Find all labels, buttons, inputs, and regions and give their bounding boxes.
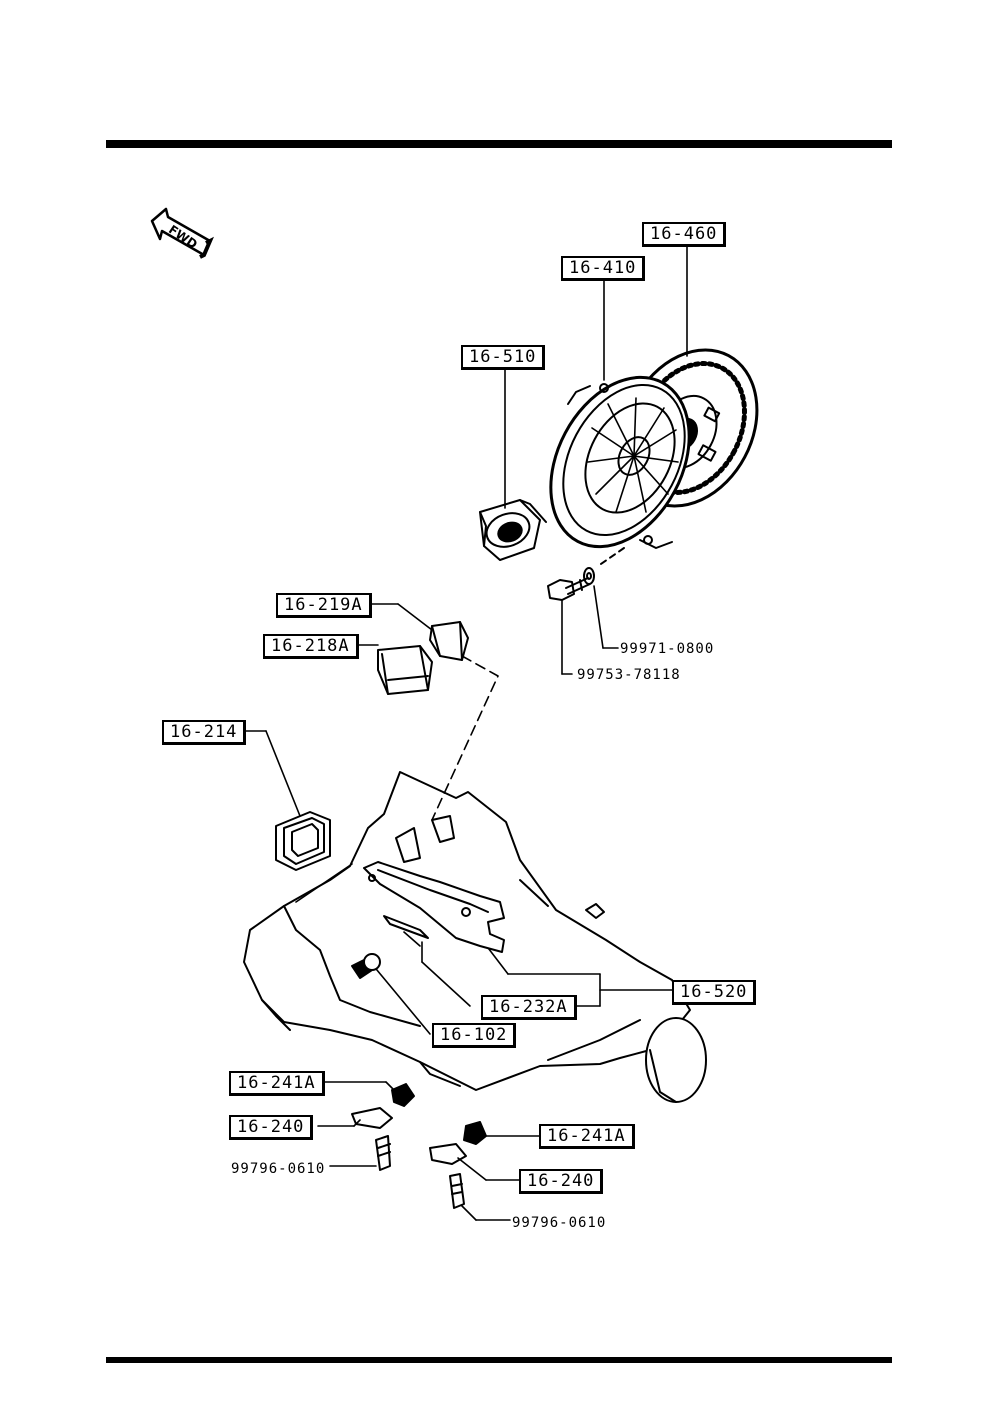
washer <box>583 567 595 585</box>
part-number-99753-78118[interactable]: 99753-78118 <box>577 667 681 683</box>
callout-16-219A[interactable]: 16-219A <box>276 593 372 618</box>
callout-16-460[interactable]: 16-460 <box>642 222 727 247</box>
callout-16-241A-right[interactable]: 16-241A <box>539 1124 635 1149</box>
callout-16-520[interactable]: 16-520 <box>672 980 757 1005</box>
callout-16-240-left[interactable]: 16-240 <box>229 1115 314 1140</box>
transmission-case <box>243 771 707 1103</box>
release-bearing <box>479 499 547 561</box>
leader-lines-left-brackets <box>315 1081 399 1167</box>
dust-boot-219A <box>429 621 469 661</box>
top-rule <box>106 140 892 148</box>
callout-16-218A[interactable]: 16-218A <box>263 634 359 659</box>
fork-spring-clip <box>383 915 429 939</box>
callout-16-241A-left[interactable]: 16-241A <box>229 1071 325 1096</box>
callout-16-232A[interactable]: 16-232A <box>481 995 577 1020</box>
dust-boot-218A <box>377 645 433 695</box>
pivot-ball <box>351 953 381 979</box>
callout-16-240-right[interactable]: 16-240 <box>519 1169 604 1194</box>
release-fork <box>363 861 505 953</box>
fwd-direction-marker: FWD <box>150 205 216 265</box>
callout-16-214[interactable]: 16-214 <box>162 720 247 745</box>
fwd-arrow-icon: FWD <box>150 207 214 259</box>
leader-lines-right-brackets <box>457 1135 541 1221</box>
cover-bolt <box>547 577 591 601</box>
bracket-group-right <box>429 1121 487 1209</box>
part-number-99971-0800[interactable]: 99971-0800 <box>620 641 715 657</box>
bracket-group-left <box>351 1083 415 1171</box>
release-fork-boot <box>275 811 331 871</box>
callout-16-410[interactable]: 16-410 <box>561 256 646 281</box>
clutch-cover <box>549 375 691 549</box>
part-number-99796-0610-left[interactable]: 99796-0610 <box>231 1161 326 1177</box>
callout-16-102[interactable]: 16-102 <box>432 1023 517 1048</box>
callout-16-510[interactable]: 16-510 <box>461 345 546 370</box>
part-number-99796-0610-right[interactable]: 99796-0610 <box>512 1215 607 1231</box>
bottom-rule <box>106 1357 892 1363</box>
